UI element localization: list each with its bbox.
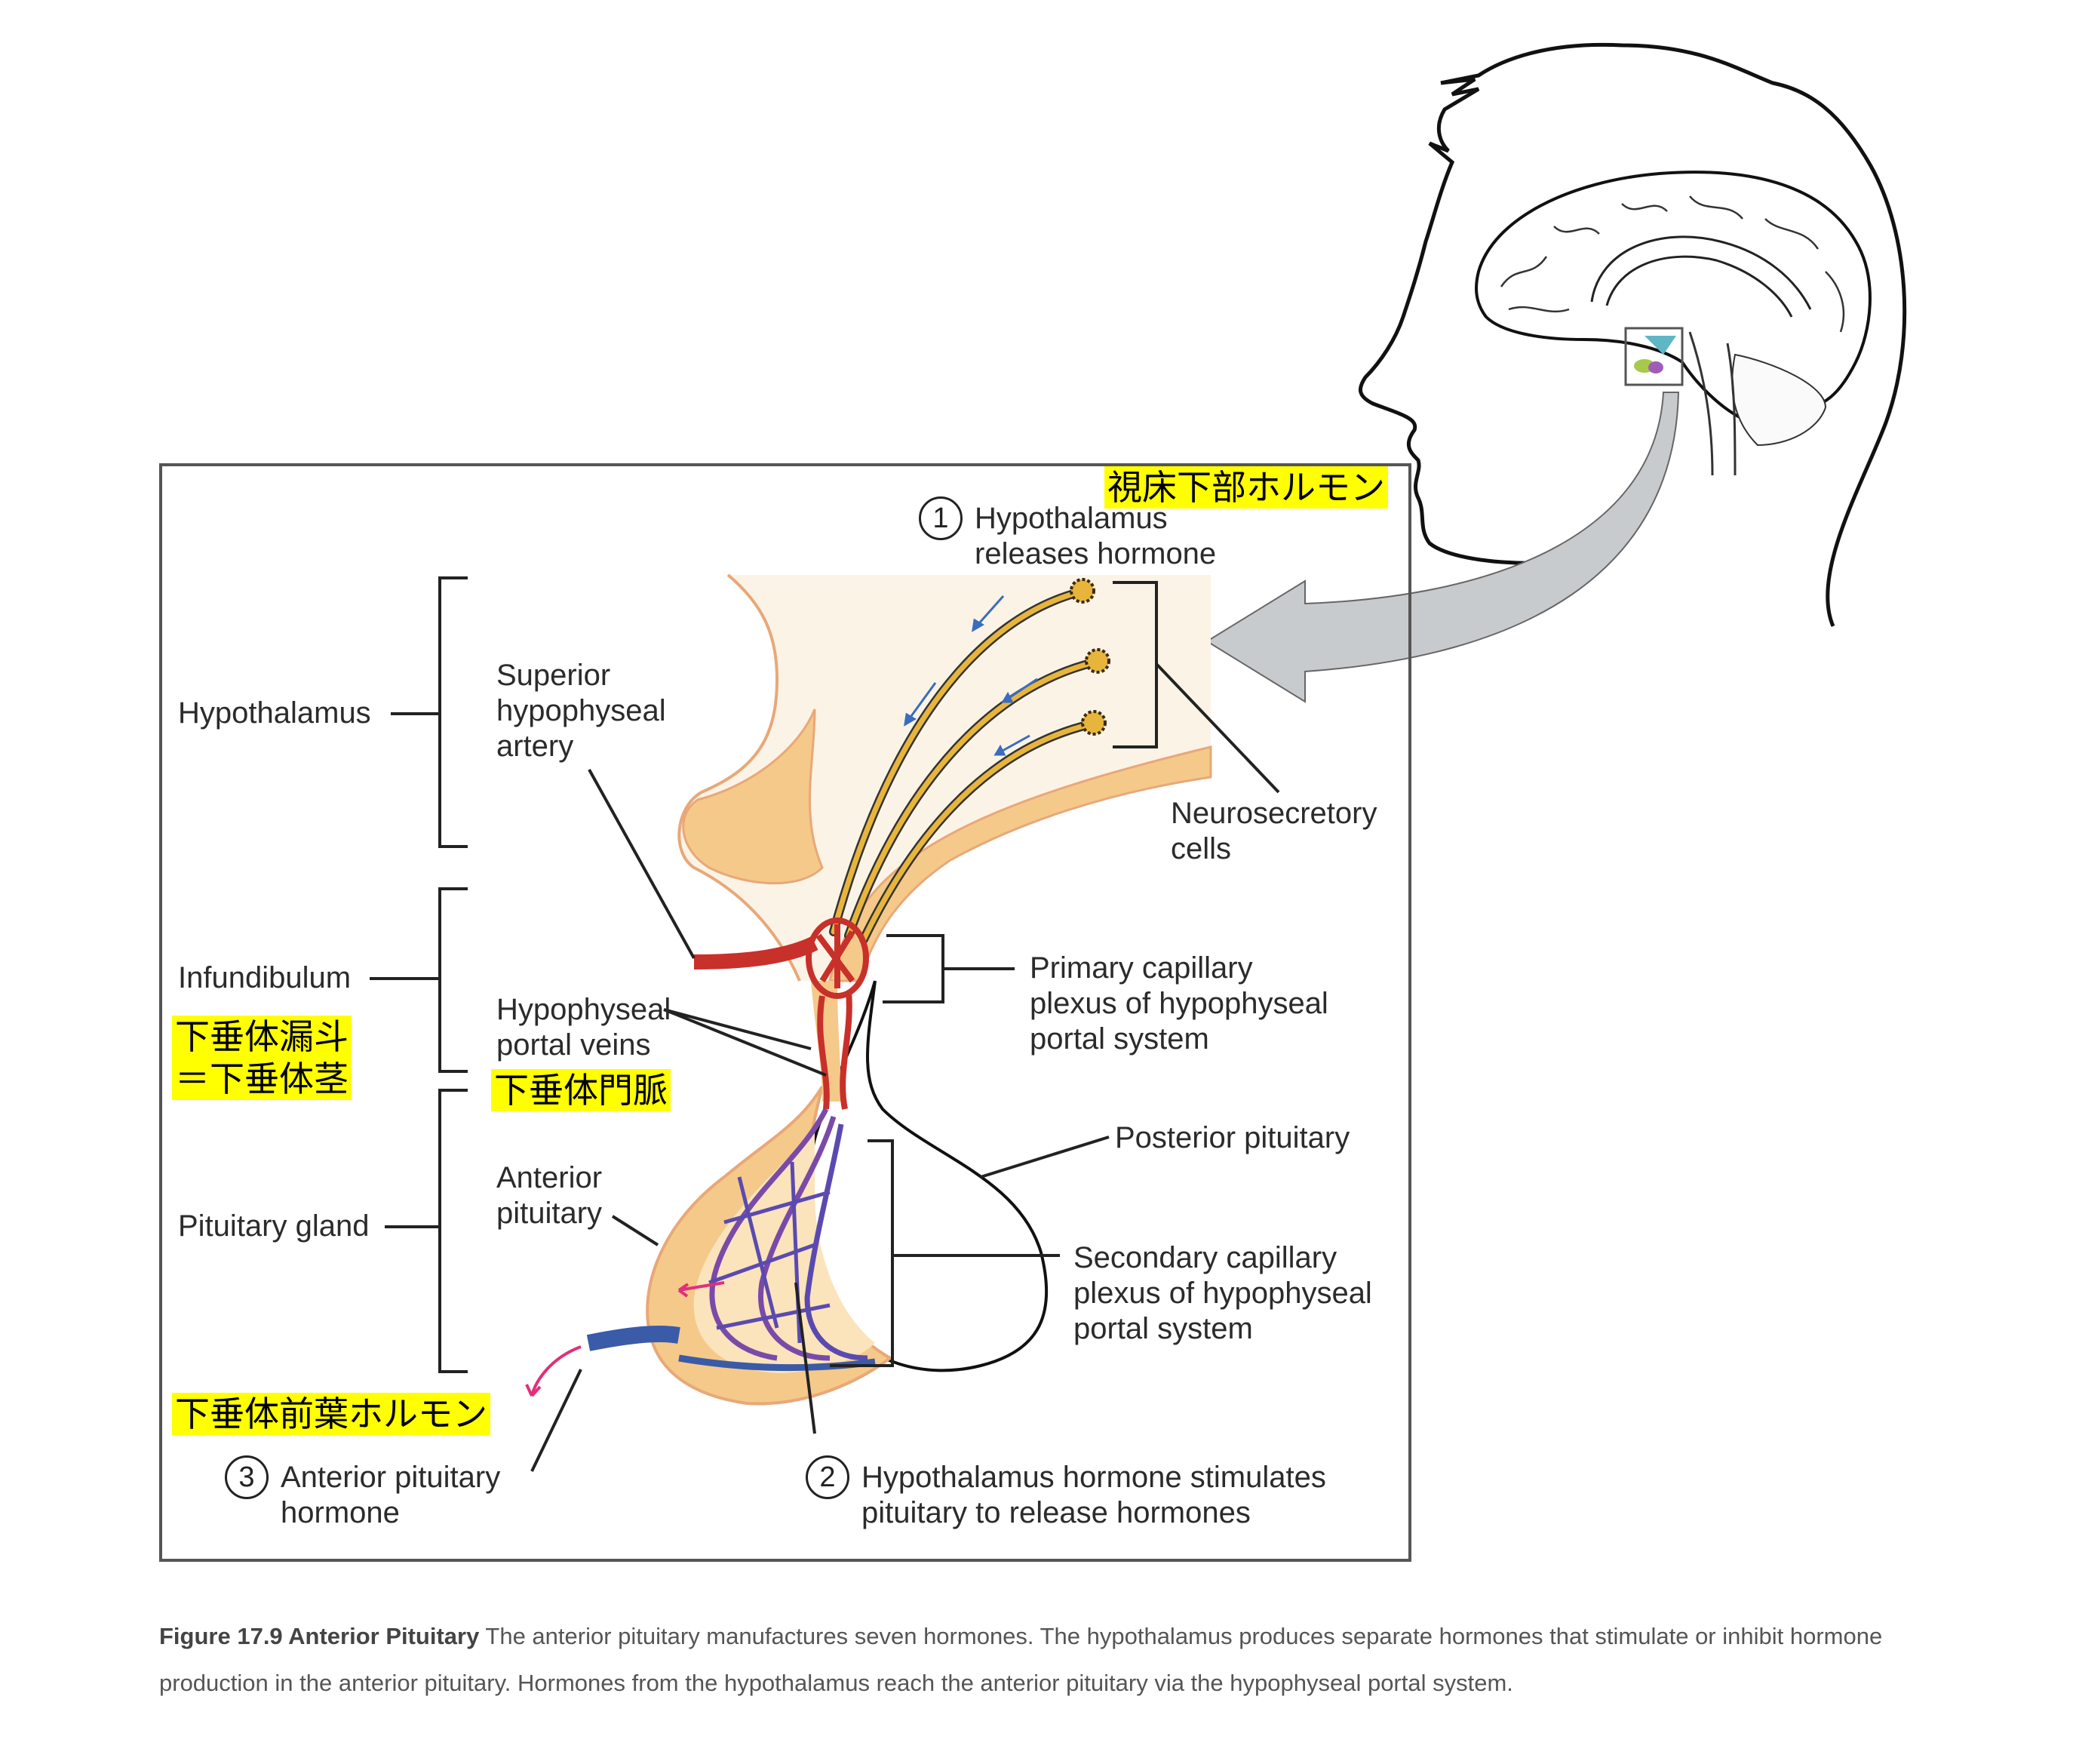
step-1: 1 Hypothalamus releases hormone <box>919 496 1217 572</box>
label-neurosecretory-cells: Neurosecretory cells <box>1171 797 1377 865</box>
superior-hypophyseal-artery <box>693 936 818 970</box>
figure-caption: Figure 17.9 Anterior Pituitary The anter… <box>159 1613 1894 1707</box>
annotation-hypothalamic-hormone: 視床下部ホルモン <box>1104 466 1388 509</box>
step-number-badge: 2 <box>806 1455 849 1499</box>
annotation-portal-vein-jp: 下垂体門脈 <box>491 1069 671 1111</box>
caption-text: The anterior pituitary manufactures seve… <box>159 1623 1883 1696</box>
step-number-badge: 1 <box>919 496 963 540</box>
step-2: 2 Hypothalamus hormone stimulates pituit… <box>806 1455 1326 1531</box>
leader-lines <box>370 576 1280 1472</box>
label-infundibulum: Infundibulum <box>178 961 352 994</box>
flow-arrows <box>904 595 1038 756</box>
label-pituitary-gland: Pituitary gland <box>178 1209 370 1243</box>
median-eminence <box>682 708 824 885</box>
figure-box <box>159 463 1411 1562</box>
step-text: Hypothalamus hormone stimulates pituitar… <box>861 1461 1326 1529</box>
label-hypothalamus: Hypothalamus <box>178 696 371 730</box>
label-superior-hypophyseal-artery: Superior hypophyseal artery <box>496 659 666 763</box>
annotation-anterior-hormone-jp: 下垂体前葉ホルモン <box>172 1393 490 1435</box>
label-anterior-pituitary: Anterior pituitary <box>496 1161 603 1230</box>
label-posterior-pituitary: Posterior pituitary <box>1115 1121 1350 1154</box>
caption-title: Figure 17.9 Anterior Pituitary <box>159 1623 480 1649</box>
hormone-arrows <box>525 1281 725 1397</box>
label-secondary-capillary-plexus: Secondary capillary plexus of hypophysea… <box>1073 1241 1372 1345</box>
label-hypophyseal-portal-veins: Hypophyseal portal veins <box>496 993 671 1062</box>
neurosecretory-axons <box>829 588 1098 944</box>
primary-capillary-plexus <box>806 917 869 1110</box>
step-text: Anterior pituitary hormone <box>281 1461 501 1529</box>
step-text: Hypothalamus releases hormone <box>975 502 1217 570</box>
step-number-badge: 3 <box>225 1455 269 1499</box>
hypothalamus-tissue <box>679 575 1211 981</box>
pointer-arrow <box>1205 392 1680 703</box>
neuron-cell-bodies <box>1070 578 1110 736</box>
hypophyseal-vein-out <box>586 1326 680 1351</box>
label-primary-capillary-plexus: Primary capillary plexus of hypophyseal … <box>1030 951 1328 1056</box>
annotation-infundibulum-jp: 下垂体漏斗 ＝下垂体茎 <box>172 1016 352 1100</box>
locator-box <box>1624 327 1684 386</box>
step-3: 3 Anterior pituitary hormone <box>225 1455 501 1531</box>
head-outline <box>1359 42 1907 627</box>
